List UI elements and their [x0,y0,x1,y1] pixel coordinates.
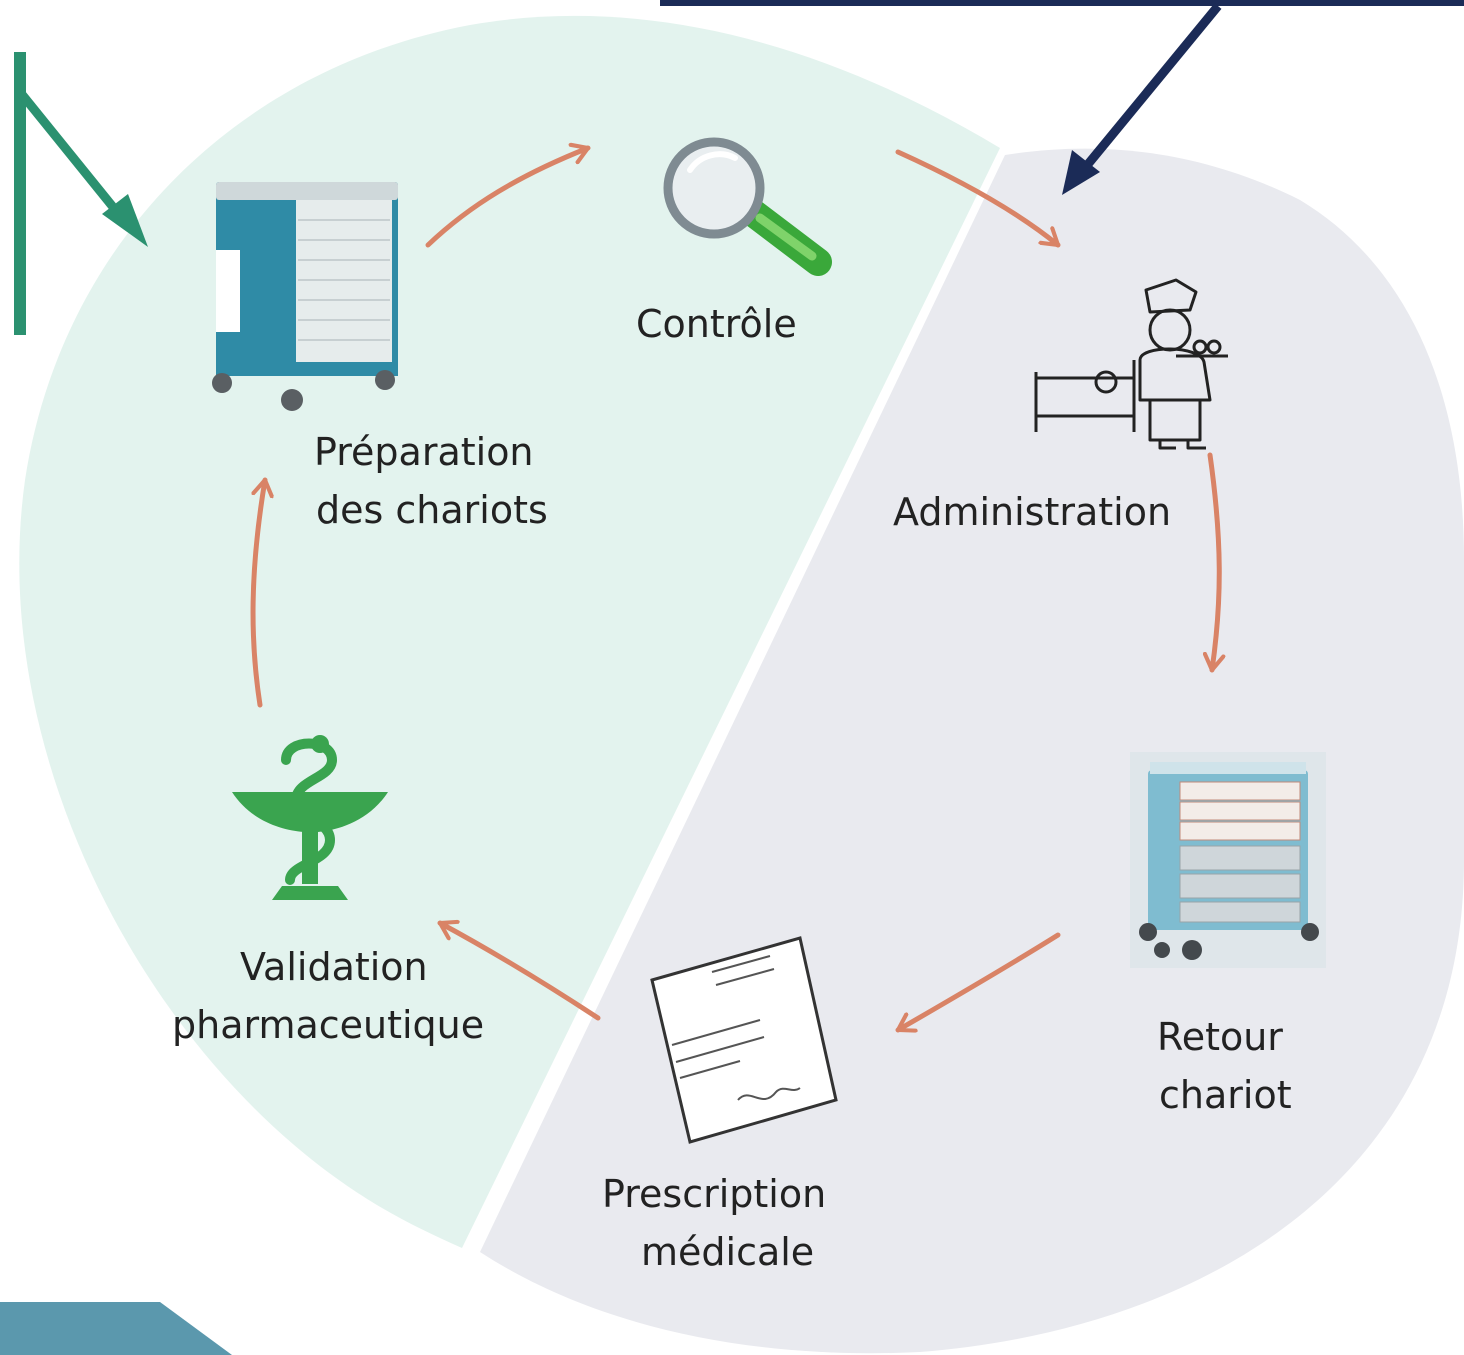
magnifying-glass-icon [663,137,832,276]
arrow-controle-to-administration [895,149,1061,248]
label-prescription-line1: Prescription [602,1172,826,1216]
prescription-document-icon [650,936,838,1144]
medication-cart-icon [212,182,398,411]
label-preparation: Préparation des chariots [314,430,548,532]
label-validation-line1: Validation [240,945,428,989]
label-administration-line1: Administration [893,490,1171,534]
label-controle: Contrôle [636,302,797,346]
label-preparation-line2: des chariots [316,488,548,532]
arrow-administration-to-retour [1210,452,1219,673]
label-retour: Retour chariot [1157,1015,1295,1117]
nurse-at-bedside-icon [1034,278,1228,450]
arrow-prescription-to-validation [437,923,601,1021]
label-retour-line1: Retour [1157,1015,1283,1059]
top-banner [660,0,1464,6]
pharmacy-caduceus-icon [232,735,388,900]
label-preparation-line1: Préparation [314,430,534,474]
label-prescription-line2: médicale [641,1230,814,1274]
arrow-preparation-to-controle [425,148,591,248]
arrow-validation-to-preparation [250,477,265,708]
label-administration: Administration [893,490,1171,534]
cycle-arrows [250,148,1219,1030]
green-pointer-arrow [14,52,148,335]
arrow-retour-to-prescription [895,932,1061,1030]
drawer-cart-icon [1130,752,1326,968]
corner-tab [0,1302,232,1355]
label-prescription: Prescription médicale [602,1172,838,1274]
label-validation: Validation pharmaceutique [172,945,484,1047]
navy-pointer-arrow [1062,3,1222,195]
label-controle-line1: Contrôle [636,302,797,346]
label-retour-line2: chariot [1159,1073,1292,1117]
label-validation-line2: pharmaceutique [172,1003,484,1047]
